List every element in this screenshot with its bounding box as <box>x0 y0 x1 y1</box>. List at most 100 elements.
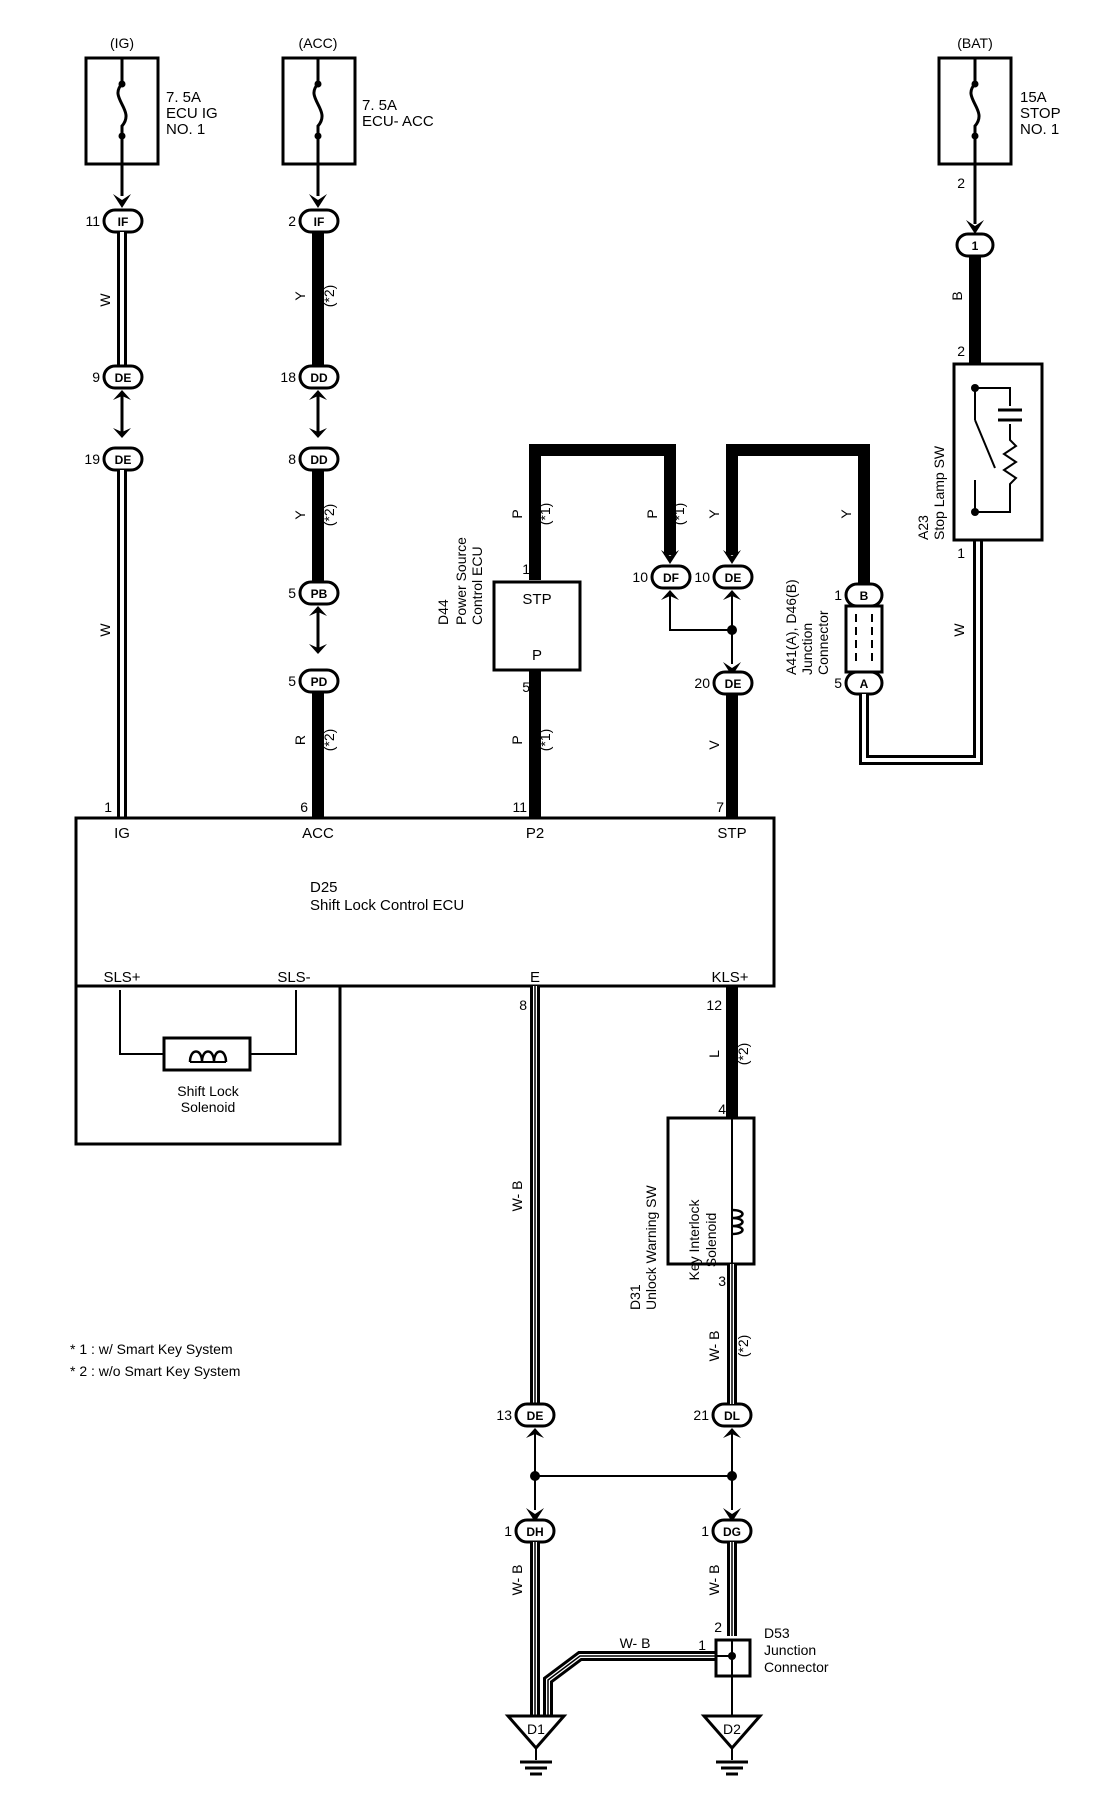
svg-text:IF: IF <box>118 215 129 229</box>
ig-circuit: IF 11 W DE 9 DE 19 W 1 <box>84 164 144 818</box>
svg-text:P: P <box>509 509 525 518</box>
fuse-ecu-ig: (IG) 7. 5A ECU IG NO. 1 <box>84 35 218 166</box>
svg-text:8: 8 <box>288 451 296 467</box>
power-source-loop <box>529 444 870 586</box>
ground-circuit: 8 W- B 12 L (*2) DE 13 DL 21 DH 1 DG 1 W… <box>496 986 764 1776</box>
svg-text:KLS+: KLS+ <box>711 969 748 986</box>
coil-icon <box>188 1050 228 1063</box>
fuse-icon <box>969 58 981 164</box>
fuse-ig-rating: 7. 5A <box>166 89 201 106</box>
svg-text:DE: DE <box>527 1409 544 1423</box>
svg-text:Y: Y <box>292 291 308 301</box>
svg-text:DD: DD <box>310 453 328 467</box>
fuse-ecu-acc: (ACC) 7. 5A ECU- ACC <box>281 35 434 166</box>
svg-text:D44: D44 <box>435 599 451 625</box>
ecu-id: D25 <box>310 879 338 896</box>
svg-text:DL: DL <box>724 1409 740 1423</box>
svg-text:8: 8 <box>519 997 527 1013</box>
svg-text:P2: P2 <box>526 825 544 842</box>
fuse-bat-name: STOP <box>1020 105 1061 122</box>
connector-pb <box>298 580 340 606</box>
svg-text:Y: Y <box>292 510 308 520</box>
svg-text:W- B: W- B <box>509 1181 525 1212</box>
svg-text:B: B <box>860 589 869 603</box>
svg-text:(*2): (*2) <box>735 1043 751 1066</box>
ground-d1-icon <box>504 1714 568 1751</box>
connector-dd <box>298 364 340 390</box>
svg-text:18: 18 <box>280 369 296 385</box>
footnotes: * 1 : w/ Smart Key System * 2 : w/o Smar… <box>70 1341 240 1379</box>
svg-text:13: 13 <box>496 1407 512 1423</box>
svg-text:19: 19 <box>84 451 100 467</box>
svg-text:D1: D1 <box>527 1721 545 1737</box>
svg-text:IF: IF <box>314 215 325 229</box>
svg-text:1: 1 <box>522 561 530 577</box>
svg-text:5: 5 <box>522 679 530 695</box>
svg-text:Y: Y <box>706 509 722 519</box>
svg-text:11: 11 <box>85 213 100 229</box>
fuse-ig-power-label: (IG) <box>110 35 134 51</box>
svg-text:5: 5 <box>834 675 842 691</box>
svg-text:Shift Lock: Shift Lock <box>177 1083 239 1099</box>
svg-text:W- B: W- B <box>509 1565 525 1596</box>
svg-text:Connector: Connector <box>764 1659 829 1675</box>
svg-text:P: P <box>509 735 525 744</box>
svg-text:10: 10 <box>694 569 710 585</box>
svg-text:B: B <box>949 291 965 300</box>
svg-text:Control ECU: Control ECU <box>469 546 485 625</box>
connector-de <box>712 564 754 590</box>
fuse-bat-number: NO. 1 <box>1020 121 1059 138</box>
svg-text:Solenoid: Solenoid <box>181 1099 236 1115</box>
svg-text:5: 5 <box>288 673 296 689</box>
svg-text:Stop Lamp SW: Stop Lamp SW <box>931 445 947 540</box>
svg-text:6: 6 <box>300 799 308 815</box>
fuse-stop: (BAT) 15A STOP NO. 1 2 <box>937 35 1061 191</box>
svg-text:11: 11 <box>512 799 527 815</box>
svg-text:(*2): (*2) <box>735 1335 751 1358</box>
svg-text:Solenoid: Solenoid <box>703 1213 719 1268</box>
svg-text:1: 1 <box>104 799 112 815</box>
svg-text:STP: STP <box>717 825 746 842</box>
svg-text:(*1): (*1) <box>671 503 687 526</box>
svg-text:Junction: Junction <box>799 623 815 675</box>
connector-de <box>102 364 144 390</box>
stp-circuit: P (*1) DF 10 Y DE 10 DE 20 V 7 Y <box>632 503 854 818</box>
svg-text:3: 3 <box>718 1273 726 1289</box>
svg-text:12: 12 <box>706 997 722 1013</box>
ground-d2-icon <box>700 1714 764 1751</box>
svg-text:2: 2 <box>714 1619 722 1635</box>
svg-text:1: 1 <box>701 1523 709 1539</box>
svg-text:5: 5 <box>288 585 296 601</box>
svg-text:IG: IG <box>114 825 130 842</box>
svg-text:2: 2 <box>957 175 965 191</box>
svg-text:D2: D2 <box>723 1721 741 1737</box>
svg-text:10: 10 <box>632 569 648 585</box>
fuse-acc-name: ECU- ACC <box>362 113 434 130</box>
svg-text:4: 4 <box>718 1101 726 1117</box>
svg-text:W: W <box>97 293 113 307</box>
acc-circuit: IF 2 Y (*2) DD 18 DD 8 Y (*2) PB 5 PD 5 … <box>280 164 340 818</box>
fuse-ig-number: NO. 1 <box>166 121 205 138</box>
svg-text:P: P <box>644 509 660 518</box>
svg-text:2: 2 <box>288 213 296 229</box>
junction-connector-d53: D53 Junction Connector <box>714 1625 829 1678</box>
svg-text:Junction: Junction <box>764 1642 816 1658</box>
svg-text:E: E <box>530 969 540 986</box>
svg-text:DE: DE <box>725 571 742 585</box>
coil-icon <box>731 1208 744 1236</box>
svg-text:7: 7 <box>716 799 724 815</box>
svg-text:D53: D53 <box>764 1625 790 1641</box>
fuse-bat-rating: 15A <box>1020 89 1047 106</box>
svg-text:W- B: W- B <box>706 1565 722 1596</box>
fuse-acc-power-label: (ACC) <box>299 35 338 51</box>
svg-text:DD: DD <box>310 371 328 385</box>
svg-text:1: 1 <box>957 545 965 561</box>
svg-text:W- B: W- B <box>620 1635 651 1651</box>
svg-text:SLS-: SLS- <box>277 969 310 986</box>
fuse-ig-name: ECU IG <box>166 105 218 122</box>
svg-text:(*2): (*2) <box>321 729 337 752</box>
stop-lamp-switch: 1 B 2 1 A23 Stop Lamp SW W <box>915 164 1044 637</box>
shift-lock-control-ecu: IG ACC P2 STP D25 Shift Lock Control ECU… <box>74 816 776 988</box>
fuse-icon <box>312 58 324 164</box>
shift-lock-solenoid: Shift Lock Solenoid <box>74 984 342 1146</box>
